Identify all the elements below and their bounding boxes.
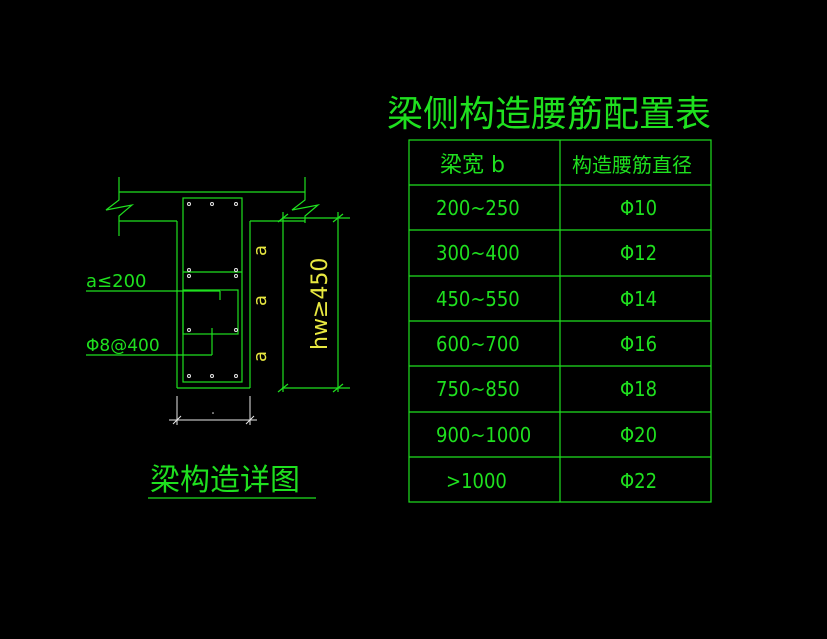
stirrups xyxy=(182,197,243,383)
table-cell-width: 900~1000 xyxy=(436,423,531,447)
table-cell-width: 600~700 xyxy=(436,332,520,356)
spacing-label: a≤200 xyxy=(86,271,146,292)
table-rows: 200~250 Φ10 300~400 Φ12 450~550 Φ14 600~… xyxy=(436,196,657,493)
spacing-mark: a xyxy=(250,245,271,256)
rebar-dots xyxy=(187,202,238,378)
detail-title: 梁构造详图 xyxy=(150,463,300,498)
rebar-label: Φ8@400 xyxy=(86,336,160,356)
spacing-marks: a a a xyxy=(250,245,271,362)
table-cell-width: >1000 xyxy=(446,469,507,493)
table-cell-diameter: Φ10 xyxy=(620,196,657,220)
table-cell-diameter: Φ16 xyxy=(620,332,657,356)
slab-outline xyxy=(105,177,321,389)
table-cell-diameter: Φ20 xyxy=(620,423,657,447)
table-cell-width: 450~550 xyxy=(436,287,520,311)
table-cell-width: 750~850 xyxy=(436,377,520,401)
label-leaders xyxy=(86,290,221,356)
table-header-rebar-diameter: 构造腰筋直径 xyxy=(572,153,692,177)
table-cell-diameter: Φ12 xyxy=(620,241,657,265)
table-title: 梁侧构造腰筋配置表 xyxy=(387,94,711,135)
width-dimension xyxy=(169,396,257,425)
beam-section: a≤200 Φ8@400 a a a hw≥450 xyxy=(86,177,350,425)
spacing-mark: a xyxy=(250,351,271,362)
table-cell-width: 300~400 xyxy=(436,241,520,265)
table-grid xyxy=(408,139,712,503)
height-label: hw≥450 xyxy=(308,258,333,350)
spacing-mark: a xyxy=(250,295,271,306)
dimension-line xyxy=(277,212,350,393)
table-cell-diameter: Φ14 xyxy=(620,287,657,311)
table-cell-width: 200~250 xyxy=(436,196,520,220)
table-cell-diameter: Φ22 xyxy=(620,469,657,493)
table-header-beam-width: 梁宽 b xyxy=(440,153,505,178)
table-cell-diameter: Φ18 xyxy=(620,377,657,401)
